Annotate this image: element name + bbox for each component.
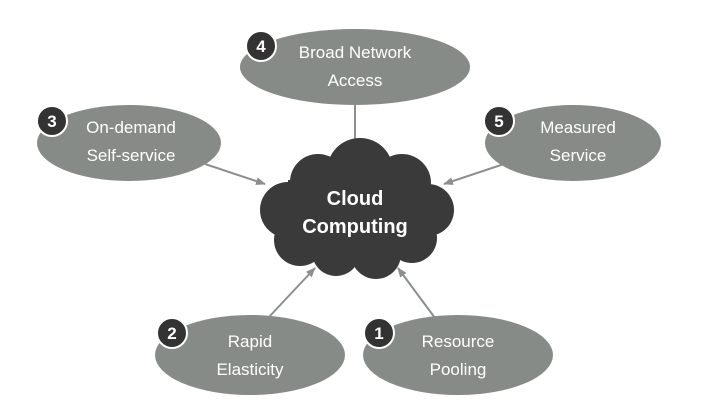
arrow-on-demand-self-service (204, 163, 266, 185)
badge-5-number: 5 (494, 112, 503, 131)
badge-3 (36, 105, 68, 137)
arrows (204, 104, 505, 319)
node-1-label-line2: Pooling (430, 360, 487, 379)
badge-5 (483, 105, 515, 137)
badge-4-number: 4 (256, 37, 266, 56)
badge-2 (156, 317, 188, 349)
arrow-measured-service (443, 163, 505, 185)
node-4-label-line2: Access (328, 71, 383, 90)
node-broad-network-access: 4 Broad Network Access (240, 29, 470, 105)
node-2-label-line2: Elasticity (216, 360, 284, 379)
arrow-rapid-elasticity (267, 267, 316, 319)
node-1-label-line1: Resource (422, 332, 495, 351)
cloud-shape (260, 138, 454, 279)
node-4-label-line1: Broad Network (299, 43, 412, 62)
node-on-demand-self-service: 3 On-demand Self-service (36, 105, 221, 181)
badge-1-number: 1 (374, 324, 383, 343)
arrow-resource-pooling (397, 267, 436, 319)
node-5-label-line1: Measured (540, 118, 616, 137)
badge-2-number: 2 (167, 324, 176, 343)
badge-3-number: 3 (47, 112, 56, 131)
node-measured-service: 5 Measured Service (483, 105, 661, 181)
node-5-label-line2: Service (550, 146, 607, 165)
node-resource-pooling: 1 Resource Pooling (363, 315, 553, 395)
badge-1 (363, 317, 395, 349)
node-rapid-elasticity: 2 Rapid Elasticity (155, 315, 345, 395)
node-2-label-line1: Rapid (228, 332, 272, 351)
center-title-line2: Computing (302, 216, 408, 238)
badge-4 (245, 30, 277, 62)
node-3-label-line1: On-demand (86, 118, 176, 137)
node-3-label-line2: Self-service (87, 146, 176, 165)
center-title-line1: Cloud (327, 188, 384, 210)
